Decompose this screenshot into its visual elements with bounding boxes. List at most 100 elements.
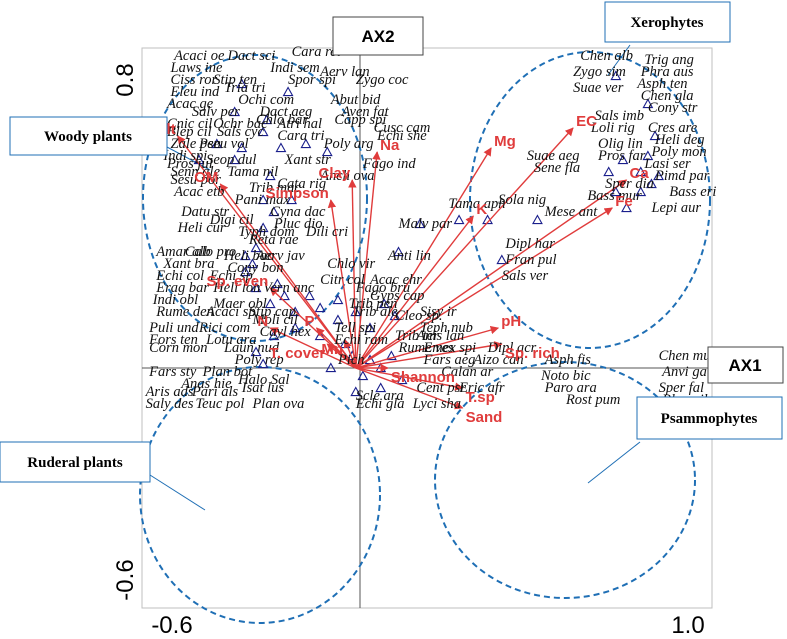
env-vector-arrow <box>348 179 357 369</box>
species-label: Acaci oe <box>173 48 225 64</box>
species-label: Halo Sal <box>237 372 289 388</box>
env-vector-arrow <box>326 343 357 369</box>
species-label: Trib ale <box>352 304 398 320</box>
ax2-title-box: AX2 <box>332 16 424 56</box>
species-label: Pich <box>337 352 365 368</box>
env-vector-label: Shannon <box>391 369 455 386</box>
species-label: Stip cap <box>249 304 296 320</box>
species-label: Scle ara <box>356 388 404 404</box>
species-label: Acac ehr <box>369 272 422 288</box>
species-label: Gyps cap <box>370 288 424 304</box>
species-label: Seop dul <box>206 152 256 168</box>
species-label: Cony bon <box>228 260 284 276</box>
species-label: Ochr bac <box>213 116 268 132</box>
species-label: Heli cur <box>177 220 226 236</box>
psammophytes-ellipse <box>434 361 696 599</box>
sample-point <box>239 250 251 261</box>
species-label: Sola nig <box>498 192 546 208</box>
env-vector-label: T. cover <box>269 345 325 362</box>
species-label: Rume den <box>155 304 214 320</box>
env-vector-arrow <box>177 135 357 369</box>
species-label: Fago bru <box>355 280 410 296</box>
env-vector-arrow <box>355 325 500 369</box>
species-label: Suae ver <box>573 80 624 96</box>
sample-point <box>239 266 251 277</box>
sample-point <box>325 362 337 373</box>
species-label: Calo pro <box>185 244 236 260</box>
species-label: Tria tri <box>224 80 266 96</box>
species-label: Cleo sp. <box>395 308 443 324</box>
species-label: Citr col <box>320 272 365 288</box>
species-label: Noto bic <box>540 368 591 384</box>
species-label: Moli cil <box>251 312 298 328</box>
species-label: Teph nub <box>420 320 473 336</box>
species-label: Sper fal <box>659 380 705 396</box>
species-label: Cusc cam <box>374 120 431 136</box>
species-label: Bass eri <box>669 184 716 200</box>
sample-point <box>300 138 312 149</box>
xerophytes-callout: Xerophytes <box>604 1 731 43</box>
species-label: Chen alb <box>580 48 633 64</box>
sample-point <box>229 154 241 165</box>
sample-point <box>211 138 223 149</box>
species-label: Anti lin <box>387 248 431 264</box>
sample-point <box>268 206 280 217</box>
sample-point <box>649 130 661 141</box>
species-label: Spor spi <box>288 72 336 88</box>
sample-point <box>236 78 248 89</box>
env-vector-arrow <box>355 341 503 369</box>
x-tick-max: 1.0 <box>671 612 704 639</box>
species-label: Digi cil <box>209 212 254 228</box>
env-vector-arrow <box>355 367 464 410</box>
species-label: Olig lin <box>598 136 643 152</box>
ruderal-callout-line <box>149 474 206 511</box>
species-label: Emex spi <box>422 340 476 356</box>
sample-point <box>396 374 408 385</box>
xerophytes-label: Xerophytes <box>630 15 703 31</box>
species-label: Blep cil <box>167 124 212 140</box>
species-label: Erag bar <box>155 280 209 296</box>
sample-point <box>257 358 269 369</box>
plot-frame <box>141 47 713 609</box>
env-vector-label: Sand <box>466 409 503 426</box>
species-label: Amar alb <box>155 244 210 260</box>
y-tick-min: -0.6 <box>112 559 139 600</box>
species-label: Aizo can <box>472 352 523 368</box>
species-label: Poly arg <box>323 136 374 152</box>
species-label: Echi gla <box>355 396 405 412</box>
species-label: Cnic cil <box>167 116 213 132</box>
sample-point <box>279 290 290 301</box>
species-label: Maer obl <box>212 296 267 312</box>
env-vector-arrow <box>355 147 492 369</box>
species-label: Rici com <box>198 320 250 336</box>
psammophytes-callout-line <box>587 441 641 484</box>
species-label: Dipl acr <box>487 340 537 356</box>
species-label: Phra aus <box>640 64 694 80</box>
env-vector-arrow <box>343 339 357 369</box>
species-label: Dact sci <box>227 48 276 64</box>
species-label: Isat lus <box>241 380 285 396</box>
species-label: Xant bra <box>162 256 214 272</box>
species-label: Cata rig <box>277 176 326 192</box>
species-label: Asph fis <box>544 352 592 368</box>
species-label: Vern anc <box>263 280 315 296</box>
env-vector-label: Na <box>380 137 400 154</box>
sample-point <box>385 350 397 361</box>
sample-point <box>496 254 508 265</box>
species-label: Mese ant <box>544 204 599 220</box>
env-vector-label: pH <box>501 313 521 330</box>
sample-point <box>532 214 543 225</box>
species-label: Trib mac <box>249 180 302 196</box>
species-label: Trig ang <box>644 52 694 68</box>
sample-point <box>642 98 654 109</box>
species-label: Cyna dac <box>270 204 326 220</box>
env-vector-arrow <box>269 327 357 369</box>
species-label: Loli rig <box>590 120 635 136</box>
species-label: Datu str <box>180 204 229 220</box>
species-label: Reta rae <box>248 232 299 248</box>
env-vector-label: T.sp <box>466 389 495 406</box>
env-vector-label: Fe <box>615 193 633 210</box>
species-label: Zygo sim <box>573 64 626 80</box>
sample-point <box>393 246 404 257</box>
